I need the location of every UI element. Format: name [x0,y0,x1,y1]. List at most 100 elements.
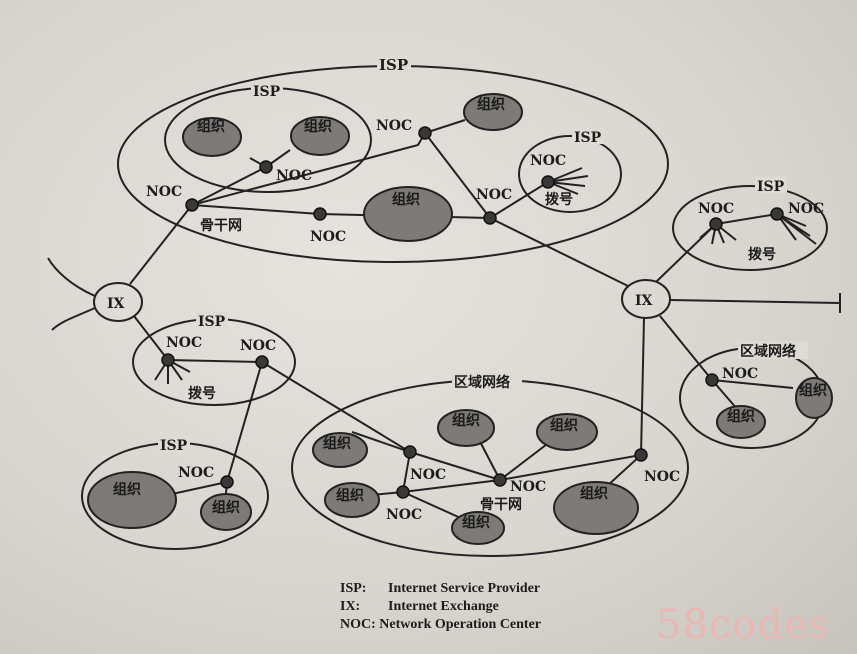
isp-label: ISP [379,56,408,74]
legend: ISP: Internet Service Provider IX: Inter… [340,580,541,634]
noc-label: NOC [476,187,512,203]
noc-label: NOC [510,479,546,495]
org-bottom-left-small [200,493,252,531]
org-regional-c1 [312,432,368,468]
noc-label: NOC [376,118,412,134]
noc-label: NOC [146,184,182,200]
legend-desc: Network Operation Center [379,617,542,632]
org-regional-right-low [716,405,766,439]
noc-node [418,126,432,140]
org-label: 组织 [336,487,364,504]
noc-label: NOC [698,201,734,217]
org-label: 组织 [323,435,351,452]
isp-dialup-top-right-boundary [518,135,622,213]
link-dialup-rays-right-a [699,223,737,245]
noc-node [634,448,648,462]
org-regional-right [795,377,833,419]
noc-label: NOC [276,168,312,184]
noc-node [396,485,410,499]
org-regional-c5 [451,511,505,545]
noc-node [255,355,269,369]
isp-label: ISP [757,179,785,195]
link-ix-right-east [669,293,841,313]
noc-node [493,473,507,487]
noc-label: NOC [240,338,276,354]
link-noc-top-org [424,119,466,134]
backbone-label: 骨干网 [200,217,242,234]
org-label: 组织 [477,96,505,113]
noc-node [705,373,719,387]
noc-label: NOC [310,229,346,245]
noc-label: NOC [644,469,680,485]
isp-label: ISP [160,438,188,454]
org-label: 组织 [452,412,480,429]
noc-label: NOC [178,465,214,481]
noc-node [313,207,327,221]
org-bottom-left-big [87,471,177,529]
legend-row: IX: Internet Exchange [340,598,541,616]
isp-label: ISP [574,130,602,146]
link-ix-left-branches [47,257,96,331]
link-dialup-rays-mid [154,359,191,384]
ix-right [621,279,671,319]
noc-label: NOC [386,507,422,523]
org-regional-c2 [437,409,495,447]
org-label: 组织 [197,118,225,135]
link-noc3-dialup [489,181,549,219]
org-label: 组织 [550,417,578,434]
link-dialup-rays-top [547,167,589,195]
dialup-label: 拨号 [748,246,776,263]
dialup-label: 拨号 [545,191,573,208]
org-inner-left [182,117,242,157]
noc-node [185,198,199,212]
noc-label: NOC [788,201,824,217]
isp-label: ISP [198,314,226,330]
org-top-center [463,93,523,131]
noc-node [709,217,723,231]
org-label: 组织 [392,191,420,208]
link-ix-left-backbone [129,204,193,285]
link-backbone-inner-noc [191,166,267,206]
legend-key: IX: [340,599,361,614]
org-regional-c4 [324,482,380,518]
dialup-label: 拨号 [188,385,216,402]
link-ix-right-regional [659,315,713,381]
link-noc-top-noc3 [424,132,491,219]
org-label: 组织 [113,481,141,498]
link-ix-left-noc-mid [133,315,169,361]
ix-label: IX [635,293,653,309]
legend-row: NOC: Network Operation Center [340,616,541,634]
org-label: 组织 [727,408,755,425]
legend-desc: Internet Exchange [388,599,499,614]
link-noc-mid-pair [167,359,263,363]
link-dialup-rays-right-b [776,213,817,245]
noc-node [541,175,555,189]
regional-network-label: 区域网络 [740,343,796,360]
regional-network-label: 区域网络 [454,374,510,391]
link-noc-mid-bottom-left [226,361,263,483]
noc-label: NOC [410,467,446,483]
ix-left [93,282,143,322]
isp-right-boundary [672,185,828,271]
legend-key: ISP: [340,581,367,596]
org-regional-c3 [536,413,598,451]
org-regional-c6 [553,481,639,535]
org-label: 组织 [304,118,332,135]
link-regional-right [711,379,794,411]
watermark: 58codes [656,602,831,648]
noc-node [259,160,273,174]
noc-label: NOC [722,366,758,382]
org-label: 组织 [212,499,240,516]
noc-label: NOC [166,335,202,351]
link-regional-center-mesh [349,431,642,521]
org-label: 组织 [462,514,490,531]
legend-row: ISP: Internet Service Provider [340,580,541,598]
noc-node [161,353,175,367]
noc-label: NOC [530,153,566,169]
noc-node [220,475,234,489]
isp-label: ISP [253,84,281,100]
backbone-label: 骨干网 [480,496,522,513]
link-isp-right-pair [715,213,778,225]
